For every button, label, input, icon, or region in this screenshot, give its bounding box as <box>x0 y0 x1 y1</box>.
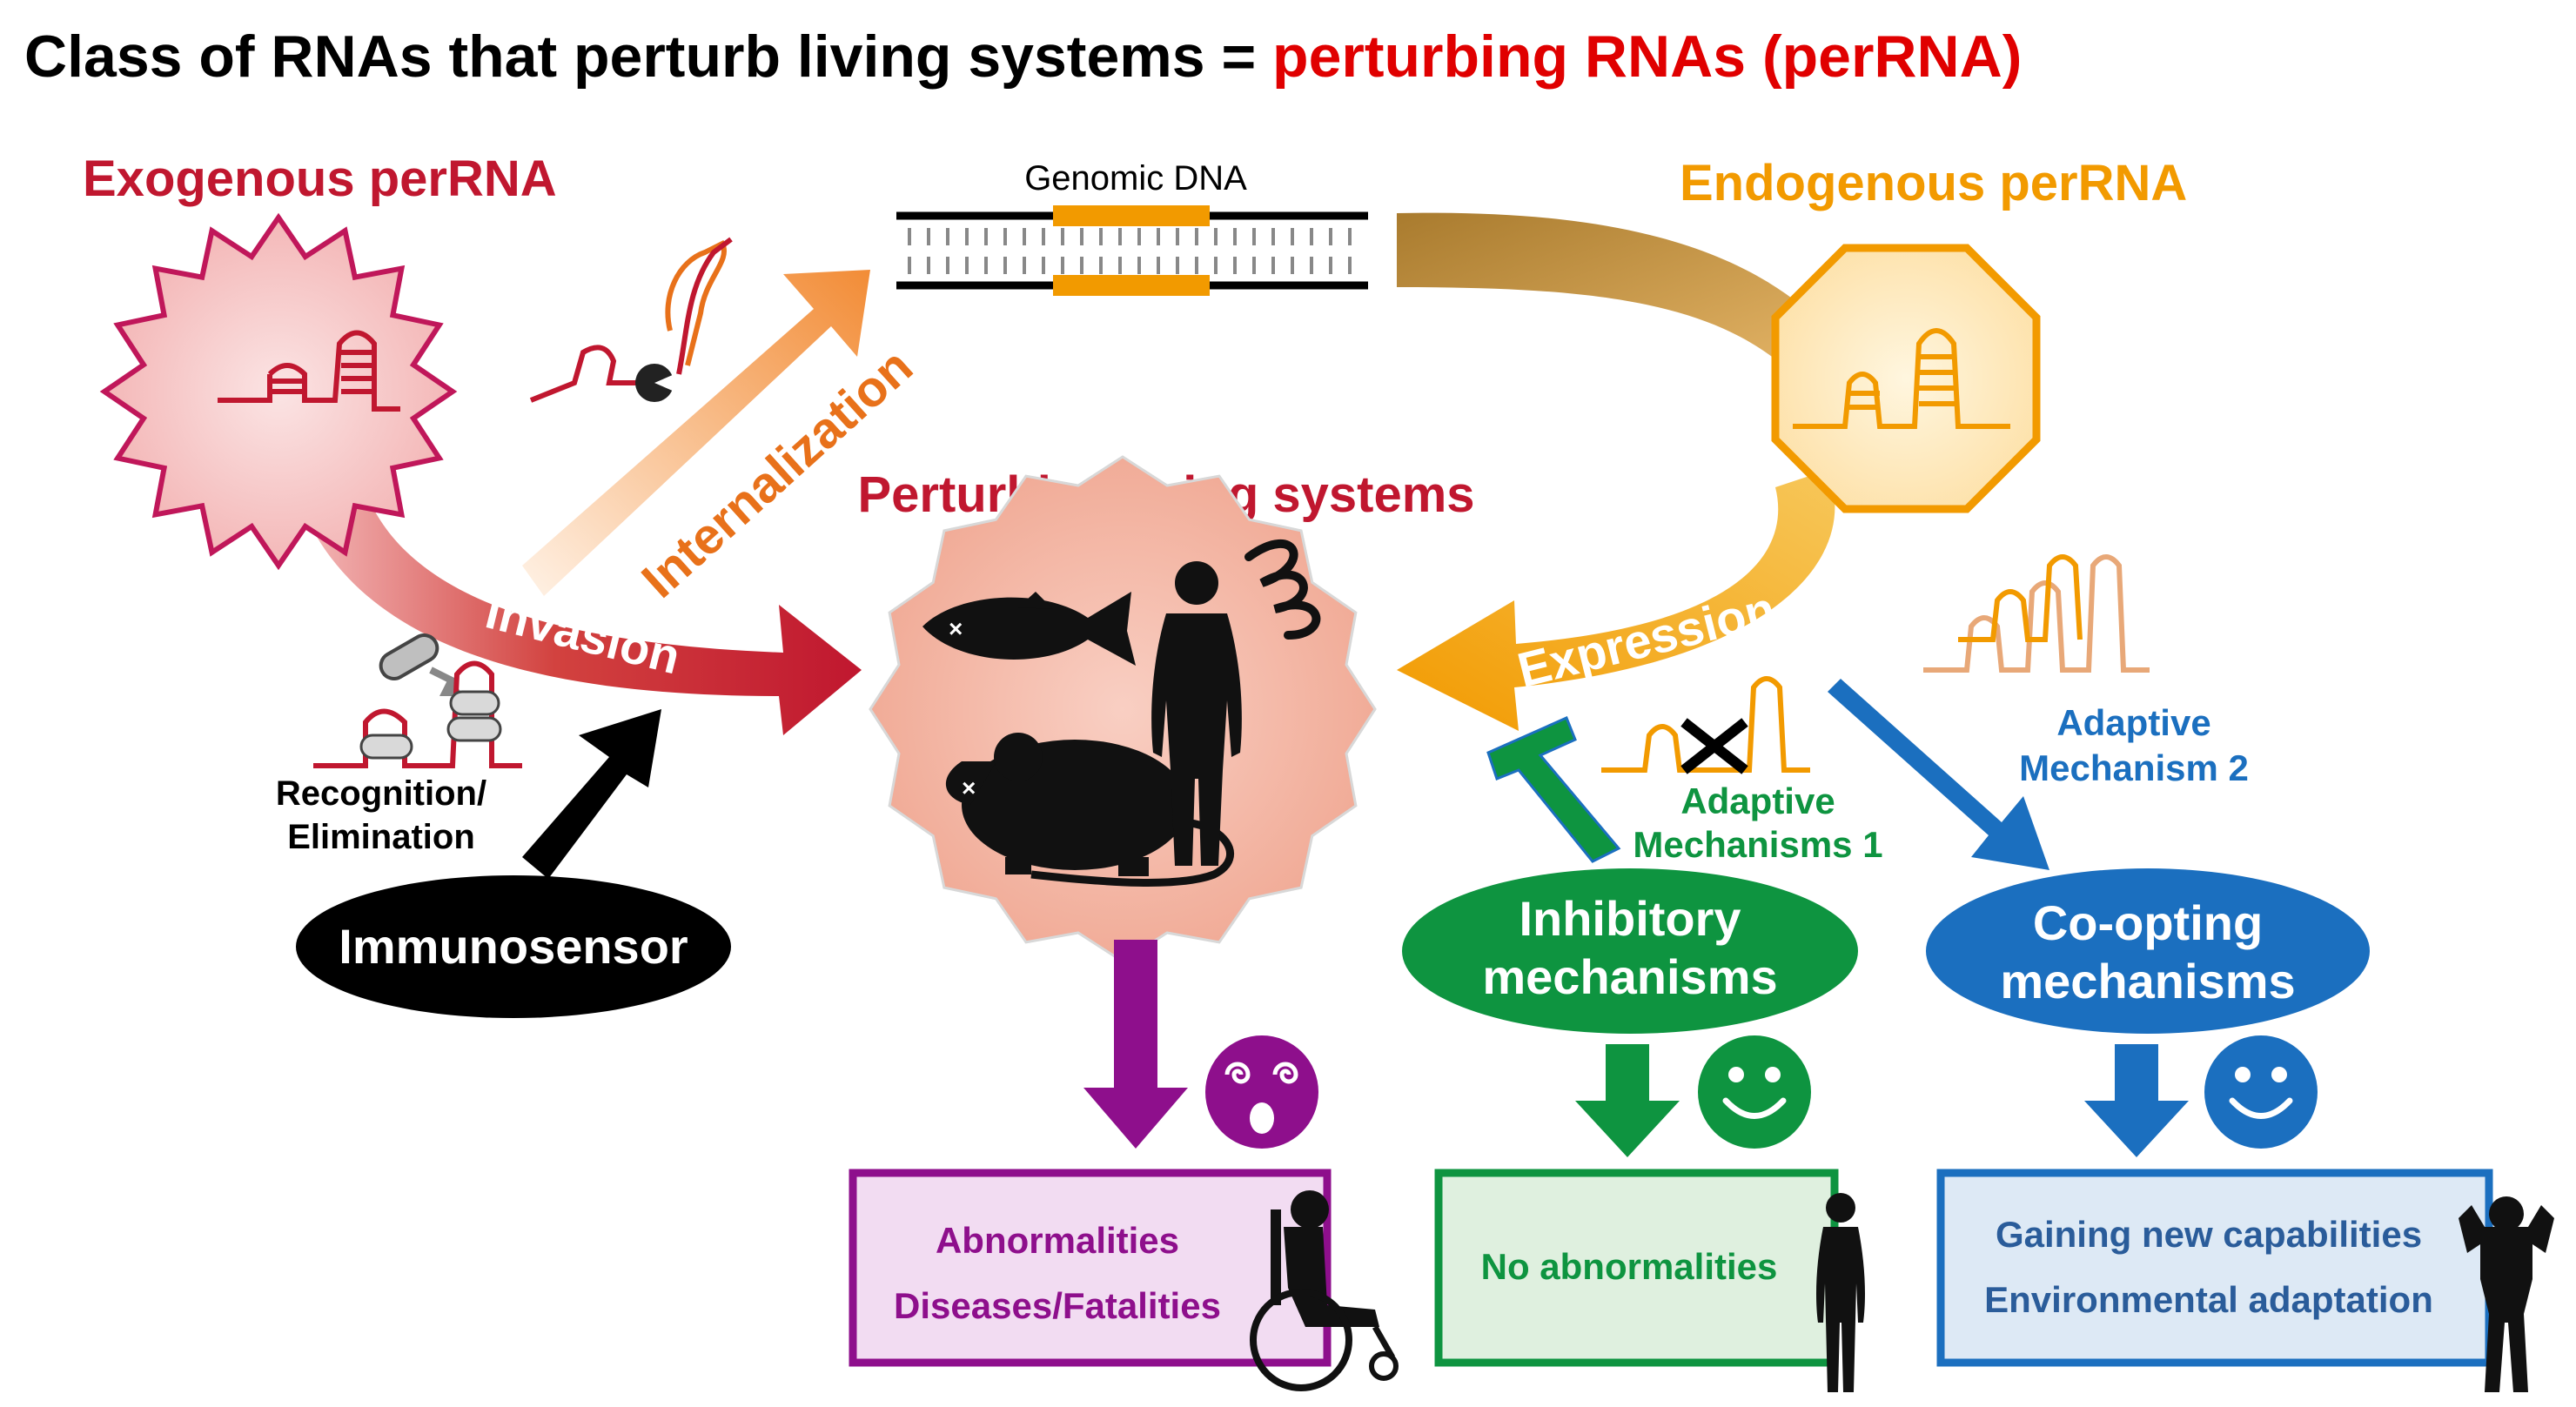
coopting-line1: Co-opting <box>2033 895 2263 950</box>
outcome-box-ok: No abnormalities <box>1434 1169 1839 1367</box>
coopted-rna-icon <box>1923 554 2150 673</box>
adaptive1-line1: Adaptive <box>1680 781 1835 821</box>
purple-down-arrow <box>1083 940 1188 1149</box>
blocked-rna-icon <box>1601 676 1810 774</box>
exogenous-rna-icon <box>218 330 400 412</box>
inhibitory-mechanisms: Inhibitory mechanisms <box>1402 868 1858 1034</box>
muscular-person-icon <box>2459 1196 2554 1392</box>
outcome-box-good: Gaining new capabilities Environmental a… <box>1936 1169 2493 1367</box>
smile-face-blue-icon <box>2204 1035 2318 1149</box>
recognition-icon <box>313 633 522 768</box>
smile-face-green-icon <box>1698 1035 1811 1149</box>
outcome-ok-line1: No abnormalities <box>1481 1246 1778 1287</box>
dizzy-face-icon <box>1205 1035 1318 1149</box>
coopting-mechanisms: Co-opting mechanisms <box>1926 868 2370 1034</box>
genomic-dna-label: Genomic DNA <box>1024 159 1247 198</box>
recognition-line2: Elimination <box>287 818 475 856</box>
fish-icon: × <box>922 592 1136 666</box>
endogenous-rna-icon <box>1793 328 2010 429</box>
genome-endo-arc <box>1397 212 1845 383</box>
standing-person-icon <box>1816 1193 1865 1392</box>
immunosensor-label: Immunosensor <box>339 919 688 974</box>
svg-text:×: × <box>962 774 976 801</box>
outcome-bad-line1: Abnormalities <box>936 1220 1179 1261</box>
expression-label: Expression <box>1513 580 1781 697</box>
title-highlight: perturbing RNAs (perRNA) <box>1272 23 2022 90</box>
outcome-box-bad: Abnormalities Diseases/Fatalities <box>849 1169 1332 1367</box>
inhibitory-line2: mechanisms <box>1482 949 1777 1004</box>
outcome-good-line1: Gaining new capabilities <box>1996 1214 2422 1255</box>
perturbed-organisms: × × <box>869 455 1377 963</box>
internalization-arrow: Internalization <box>522 270 923 609</box>
endogenous-label: Endogenous perRNA <box>1680 155 2187 211</box>
recognition-line1: Recognition/ <box>276 774 486 813</box>
wheelchair-person-icon <box>1250 1190 1399 1391</box>
endogenous-octagon <box>1771 244 2041 513</box>
immunosensor: Immunosensor <box>296 709 731 1018</box>
human-icon <box>1151 561 1242 866</box>
coopting-line2: mechanisms <box>2000 954 2295 1008</box>
coopting-arrow <box>1828 679 2049 870</box>
adaptive2-line2: Mechanism 2 <box>2019 747 2249 788</box>
internalized-rna-icon <box>529 237 733 403</box>
svg-text:×: × <box>949 615 963 642</box>
genomic-dna: Genomic DNA <box>896 159 1368 296</box>
endogenous-perrna: Endogenous perRNA <box>1680 155 2187 513</box>
green-down-arrow <box>1575 1044 1680 1157</box>
confusion-scribble <box>1244 539 1321 640</box>
page-title: Class of RNAs that perturb living system… <box>24 23 2022 90</box>
blue-down-arrow <box>2084 1044 2189 1157</box>
exogenous-perrna: Exogenous perRNA <box>83 151 557 571</box>
outcome-good-line2: Environmental adaptation <box>1984 1279 2433 1320</box>
outcome-bad-line2: Diseases/Fatalities <box>894 1285 1221 1326</box>
adaptive1-line2: Mechanisms 1 <box>1633 824 1882 865</box>
title-prefix: Class of RNAs that perturb living system… <box>24 23 1272 90</box>
exogenous-label: Exogenous perRNA <box>83 151 557 207</box>
inhibitory-t-symbol <box>1486 715 1621 863</box>
inhibitory-line1: Inhibitory <box>1519 891 1741 946</box>
adaptive2-line1: Adaptive <box>2056 702 2210 743</box>
